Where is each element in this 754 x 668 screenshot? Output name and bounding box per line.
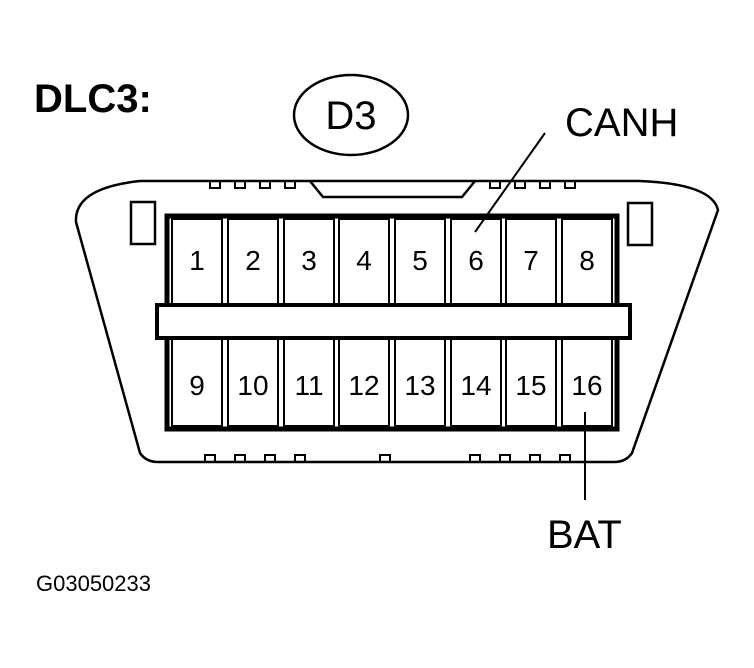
right-latch	[626, 201, 654, 247]
connector-code: D3	[325, 94, 376, 138]
pin-number: 8	[579, 245, 595, 276]
pin-number: 5	[412, 245, 428, 276]
connector-code-ellipse	[292, 73, 410, 157]
pin-number: 4	[356, 245, 372, 276]
pin-number: 1	[189, 245, 205, 276]
canh-label: CANH	[565, 101, 678, 145]
bat-label: BAT	[547, 513, 622, 557]
pin-number: 14	[460, 370, 491, 401]
connector-housing	[74, 179, 720, 464]
pin-number: 11	[294, 370, 323, 401]
pin-number: 7	[523, 245, 539, 276]
pin-number: 3	[301, 245, 317, 276]
pin-number: 16	[571, 370, 602, 401]
separator-bar	[155, 303, 632, 340]
bottom-rim-notches	[204, 454, 571, 462]
pin-number: 9	[189, 370, 205, 401]
keying-tab	[309, 180, 476, 199]
canh-leader-line	[474, 132, 546, 233]
pin-number: 6	[468, 245, 484, 276]
left-latch	[129, 200, 157, 246]
figure-id: G03050233	[36, 571, 151, 596]
bottom-pin-row: 9 10 11 12 13 14 15 16	[171, 337, 613, 427]
pin-number: 15	[515, 370, 546, 401]
top-rim-notches	[209, 181, 576, 189]
connector-title: DLC3:	[34, 77, 152, 121]
pin-number: 2	[245, 245, 261, 276]
pin-number: 13	[404, 370, 435, 401]
pin-number: 12	[348, 370, 379, 401]
pin-number: 10	[237, 370, 268, 401]
top-pin-row: 1 2 3 4 5 6 7 8	[171, 218, 613, 306]
